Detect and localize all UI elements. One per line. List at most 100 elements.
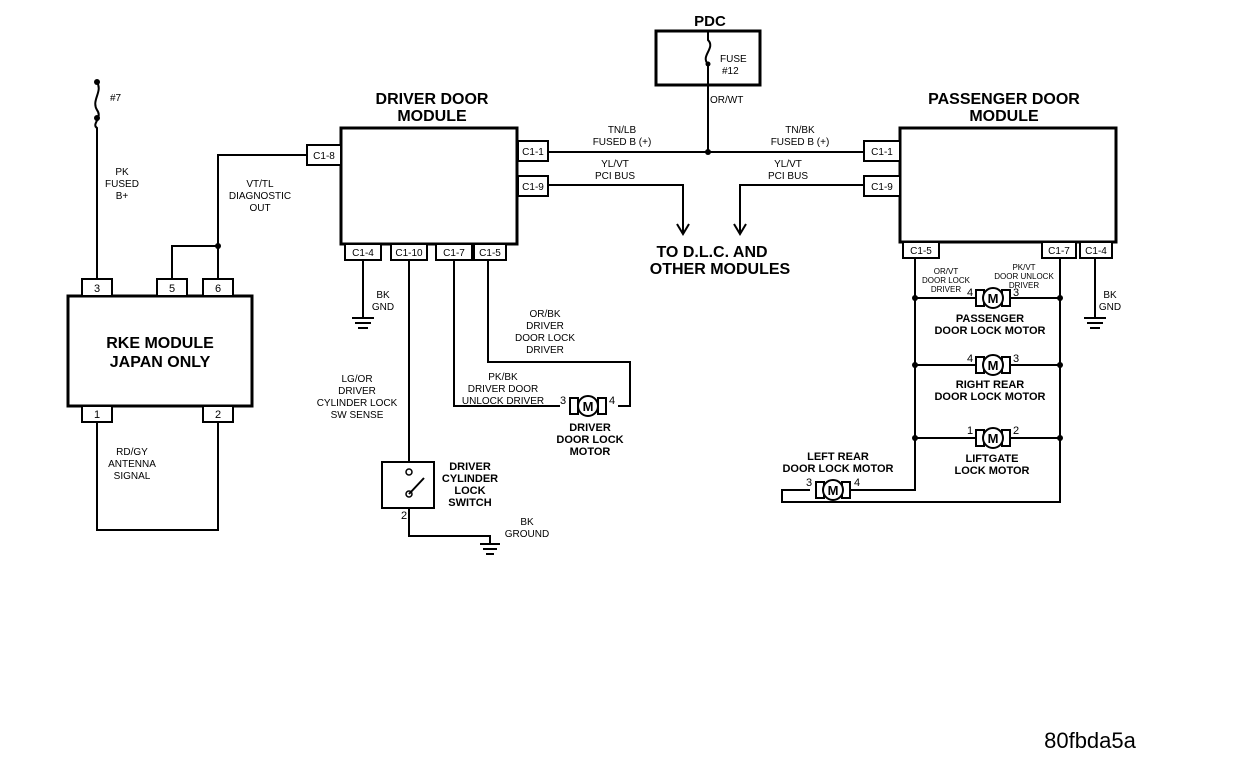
or-bk-1: OR/BK <box>529 309 560 320</box>
driver-module-title-1: DRIVER DOOR <box>376 91 489 108</box>
passenger-c1-9: C1-9 <box>871 182 893 193</box>
driver-ground: BK GND <box>352 290 394 329</box>
passenger-c1-1: C1-1 <box>871 147 893 158</box>
fuse-7-label: #7 <box>110 93 122 104</box>
rke-title-1: RKE MODULE <box>106 335 214 352</box>
pk-bk-3: UNLOCK DRIVER <box>462 396 544 407</box>
liftgate-motor-name-2: LOCK MOTOR <box>955 465 1030 477</box>
rke-pin-5: 5 <box>169 283 175 295</box>
switch-name-4: SWITCH <box>448 497 491 509</box>
left-rear-motor-symbol: M <box>828 483 839 498</box>
fuse-12-label-2: #12 <box>722 66 739 77</box>
bk-gnd-pass-2: GND <box>1099 302 1121 313</box>
driver-motor-name-1: DRIVER <box>569 422 611 434</box>
rd-gy-3: SIGNAL <box>114 471 151 482</box>
driver-c1-9: C1-9 <box>522 182 544 193</box>
passenger-door-lock-motor: M 4 3 PASSENGER DOOR LOCK MOTOR <box>934 287 1046 337</box>
right-rear-motor-pin-3: 3 <box>1013 353 1019 365</box>
tn-lb-2: FUSED B (+) <box>593 137 652 148</box>
passenger-motor-symbol: M <box>988 291 999 306</box>
right-rear-motor-name-2: DOOR LOCK MOTOR <box>934 391 1045 403</box>
passenger-c1-4: C1-4 <box>1085 246 1107 257</box>
pk-fused-3: B+ <box>116 191 129 202</box>
pk-bk-2: DRIVER DOOR <box>468 384 539 395</box>
pk-vt-3: DRIVER <box>1009 281 1039 290</box>
right-rear-motor-symbol: M <box>988 358 999 373</box>
passenger-wire-labels: OR/VT DOOR LOCK DRIVER PK/VT DOOR UNLOCK… <box>922 263 1054 294</box>
passenger-c1-7: C1-7 <box>1048 246 1070 257</box>
tn-lb-1: TN/LB <box>608 125 637 136</box>
switch-name-2: CYLINDER <box>442 473 498 485</box>
left-labels: #7 PK FUSED B+ VT/TL DIAGNOSTIC OUT RD/G… <box>105 93 291 482</box>
lg-or-3: CYLINDER LOCK <box>317 398 398 409</box>
pdc-title: PDC <box>694 13 726 30</box>
bk-gnd-driver-2: GND <box>372 302 394 313</box>
lg-or-4: SW SENSE <box>331 410 384 421</box>
or-vt-2: DOOR LOCK <box>922 276 971 285</box>
switch-name-1: DRIVER <box>449 461 491 473</box>
yl-vt-left-1: YL/VT <box>601 159 629 170</box>
passenger-module-title-2: MODULE <box>969 108 1039 125</box>
rke-pin-1: 1 <box>94 409 100 421</box>
or-bk-3: DOOR LOCK <box>515 333 575 344</box>
driver-motor-name-3: MOTOR <box>570 446 611 458</box>
or-vt-3: DRIVER <box>931 285 961 294</box>
vt-tl-3: OUT <box>249 203 270 214</box>
liftgate-motor-name-1: LIFTGATE <box>966 453 1019 465</box>
pk-fused-1: PK <box>115 167 129 178</box>
driver-motor-name-2: DOOR LOCK <box>556 434 623 446</box>
or-wt-label: OR/WT <box>710 95 743 106</box>
wires <box>94 81 1096 544</box>
driver-cylinder-lock-switch: DRIVER CYLINDER LOCK SWITCH 2 <box>381 461 498 522</box>
bus-labels: TN/LB FUSED B (+) TN/BK FUSED B (+) YL/V… <box>593 125 830 278</box>
driver-door-lock-motor: M 3 4 DRIVER DOOR LOCK MOTOR <box>556 395 624 458</box>
right-rear-door-lock-motor: M 4 3 RIGHT REAR DOOR LOCK MOTOR <box>934 353 1045 403</box>
liftgate-motor-pin-2: 2 <box>1013 425 1019 437</box>
or-vt-1: OR/VT <box>934 267 959 276</box>
driver-motor-pin-3: 3 <box>560 395 566 407</box>
junctions <box>94 79 1063 441</box>
pk-bk-1: PK/BK <box>488 372 518 383</box>
bk-ground-1: BK <box>520 517 534 528</box>
passenger-module-title-1: PASSENGER DOOR <box>928 91 1080 108</box>
passenger-motor-pin-4: 4 <box>967 287 973 299</box>
passenger-door-module: PASSENGER DOOR MODULE C1-1 C1-9 C1-5 C1-… <box>863 91 1118 259</box>
bk-gnd-driver-1: BK <box>376 290 390 301</box>
driver-motor-pin-4: 4 <box>609 395 615 407</box>
driver-motor-symbol: M <box>583 399 594 414</box>
vt-tl-1: VT/TL <box>246 179 274 190</box>
left-rear-door-lock-motor: M 3 4 LEFT REAR DOOR LOCK MOTOR <box>782 451 894 501</box>
bk-gnd-pass-1: BK <box>1103 290 1117 301</box>
driver-labels: LG/OR DRIVER CYLINDER LOCK SW SENSE OR/B… <box>317 309 576 421</box>
liftgate-motor-pin-1: 1 <box>967 425 973 437</box>
rke-pin-2: 2 <box>215 409 221 421</box>
passenger-ground: BK GND <box>1084 290 1121 329</box>
pk-fused-2: FUSED <box>105 179 139 190</box>
driver-module-title-2: MODULE <box>397 108 467 125</box>
yl-vt-right-1: YL/VT <box>774 159 802 170</box>
driver-c1-1: C1-1 <box>522 147 544 158</box>
rke-pin-6: 6 <box>215 283 221 295</box>
pk-vt-1: PK/VT <box>1012 263 1035 272</box>
rke-title-2: JAPAN ONLY <box>110 354 211 371</box>
yl-vt-right-2: PCI BUS <box>768 171 808 182</box>
driver-door-module: DRIVER DOOR MODULE C1-1 C1-9 C1-8 C1-4 C… <box>306 91 549 261</box>
liftgate-motor-symbol: M <box>988 431 999 446</box>
driver-c1-4: C1-4 <box>352 248 374 259</box>
liftgate-lock-motor: M 1 2 LIFTGATE LOCK MOTOR <box>955 425 1030 477</box>
left-rear-motor-name-2: DOOR LOCK MOTOR <box>782 463 893 475</box>
pdc-box: PDC FUSE #12 OR/WT <box>654 13 762 106</box>
to-dlc-1: TO D.L.C. AND <box>656 244 767 261</box>
driver-c1-7: C1-7 <box>443 248 465 259</box>
or-bk-4: DRIVER <box>526 345 564 356</box>
figure-id: 80fbda5a <box>1044 728 1137 753</box>
left-rear-motor-pin-4: 4 <box>854 477 860 489</box>
switch-pin-2: 2 <box>401 510 407 522</box>
rd-gy-2: ANTENNA <box>108 459 156 470</box>
right-rear-motor-name-1: RIGHT REAR <box>956 379 1025 391</box>
passenger-motor-name-1: PASSENGER <box>956 313 1024 325</box>
tn-bk-2: FUSED B (+) <box>771 137 830 148</box>
rd-gy-1: RD/GY <box>116 447 148 458</box>
pk-vt-2: DOOR UNLOCK <box>994 272 1054 281</box>
lg-or-1: LG/OR <box>341 374 372 385</box>
